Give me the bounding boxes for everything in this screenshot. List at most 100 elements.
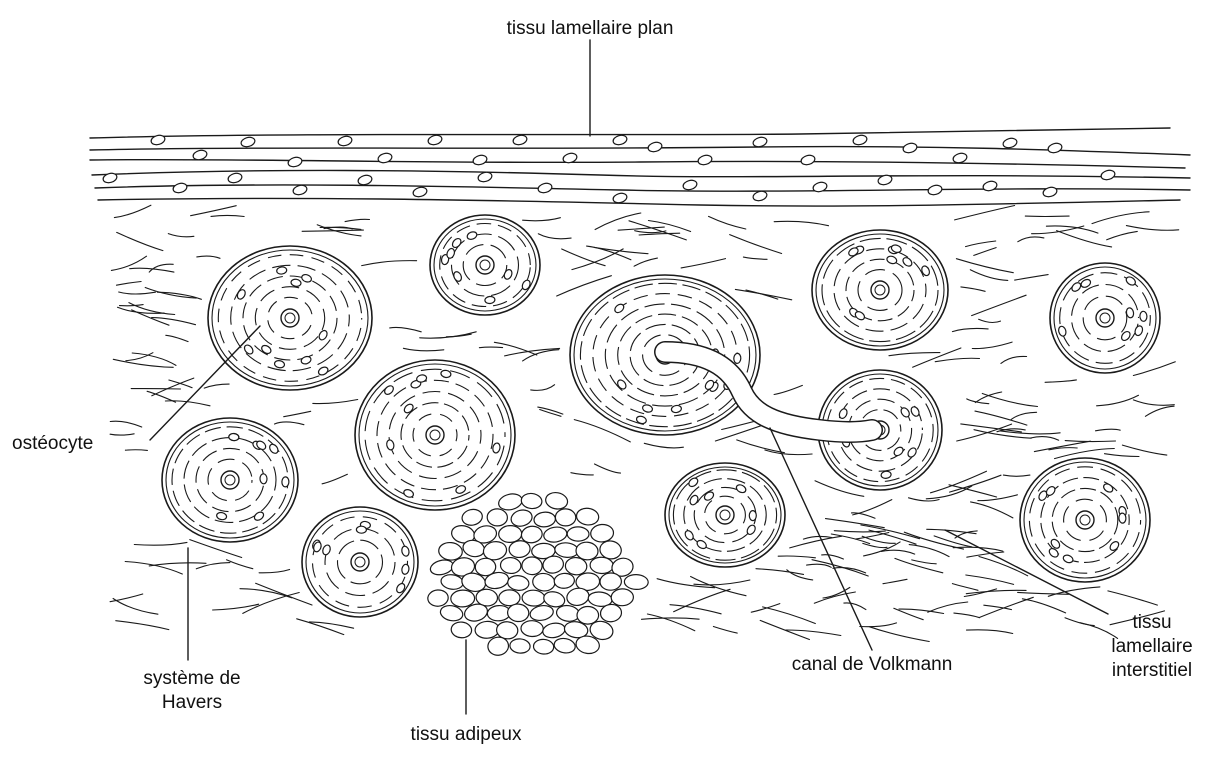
label-volkmann: canal de Volkmann — [792, 654, 953, 675]
osteocyte-cell — [240, 136, 256, 148]
interstitial-lamella — [168, 234, 194, 237]
interstitial-lamella — [197, 256, 220, 258]
osteocyte-cell — [150, 134, 166, 146]
interstitial-lamella — [644, 443, 683, 448]
adipocyte — [509, 638, 530, 654]
interstitial-lamella — [822, 555, 844, 559]
interstitial-lamella — [975, 411, 1027, 425]
interstitial-lamella — [967, 552, 1004, 557]
central-canal — [221, 471, 239, 489]
interstitial-lamella — [571, 473, 593, 475]
interstitial-lamella — [1065, 618, 1094, 626]
interstitial-lamella — [557, 276, 612, 296]
interstitial-lamella — [715, 425, 763, 441]
adipocyte — [475, 621, 500, 639]
haversian-system — [665, 463, 785, 567]
interstitial-lamella — [297, 619, 344, 635]
interstitial-lamella — [979, 319, 1001, 322]
interstitial-lamella — [787, 570, 813, 580]
adipocyte — [553, 637, 576, 655]
interstitial-lamella — [913, 348, 961, 367]
osteocyte-cell — [337, 135, 353, 147]
haversian-system — [208, 246, 372, 390]
interstitial-lamella — [961, 287, 985, 291]
adipocyte — [542, 621, 567, 639]
adipocyte — [577, 607, 599, 625]
interstitial-lamella — [844, 603, 866, 610]
interstitial-lamella — [362, 261, 417, 266]
interstitial-lamella — [538, 234, 571, 239]
osteocyte-cell — [927, 184, 943, 196]
interstitial-lamella — [120, 305, 144, 306]
osteocyte-cell — [952, 152, 968, 164]
interstitial-lamella — [523, 218, 561, 221]
interstitial-lamella — [1105, 454, 1140, 457]
interstitial-lamella — [974, 248, 996, 256]
interstitial-lamella — [204, 384, 229, 388]
adipocyte — [555, 509, 576, 527]
adipocyte — [543, 525, 568, 543]
interstitial-lamella — [1145, 406, 1174, 416]
interstitial-lamella — [952, 584, 978, 591]
interstitial-lamella — [1018, 237, 1044, 242]
interstitial-lamella — [634, 258, 657, 266]
adipocyte — [461, 508, 484, 528]
adipocyte — [499, 590, 520, 606]
interstitial-lamella — [778, 556, 815, 558]
label-interstitiel-line2: lamellaire — [1111, 636, 1192, 657]
interstitial-lamella — [972, 295, 1027, 315]
osteocyte-cell — [800, 154, 816, 166]
interstitial-lamella — [113, 359, 173, 367]
interstitial-lamella — [971, 502, 1013, 518]
interstitial-lamella — [713, 627, 737, 634]
interstitial-lamella — [119, 292, 156, 294]
label-interstitiel-line3: interstitiel — [1112, 660, 1192, 681]
adipocyte — [532, 572, 556, 592]
adipocyte — [450, 621, 472, 639]
interstitial-lamella — [595, 464, 621, 473]
osteocyte-cell — [752, 190, 768, 202]
interstitial-lamella — [949, 485, 997, 497]
label-plan: tissu lamellaire plan — [507, 18, 674, 39]
interstitial-lamella — [961, 424, 1022, 432]
interstitial-lamella — [191, 206, 237, 216]
interstitial-lamella — [1133, 400, 1174, 405]
label-adipeux: tissu adipeux — [411, 724, 522, 745]
interstitial-lamella — [1003, 475, 1030, 476]
interstitial-lamella — [243, 593, 299, 614]
interstitial-lamella — [125, 450, 147, 451]
label-havers-line1: système de — [143, 668, 240, 689]
interstitial-lamella — [1031, 437, 1059, 441]
interstitial-lamella — [852, 513, 876, 518]
interstitial-lamella — [132, 353, 176, 365]
interstitial-lamella — [863, 543, 887, 547]
interstitial-lamella — [790, 536, 842, 548]
label-havers-line2: Havers — [162, 692, 222, 713]
interstitial-lamella — [114, 205, 150, 217]
interstitial-lamella — [1097, 395, 1139, 406]
interstitial-lamella — [166, 335, 188, 341]
interstitial-lamella — [746, 290, 778, 299]
haversian-system — [812, 230, 948, 350]
interstitial-lamella — [774, 385, 802, 394]
interstitial-lamella — [966, 241, 996, 247]
interstitial-lamella — [763, 607, 816, 624]
adipocyte — [487, 508, 508, 526]
interstitial-lamella — [807, 564, 832, 567]
interstitial-lamella — [1048, 587, 1100, 596]
interstitial-lamella — [629, 221, 686, 240]
osteocyte-cell — [1002, 137, 1018, 149]
interstitial-lamella — [531, 385, 555, 391]
interstitial-lamella — [479, 347, 502, 348]
osteocyte-cell — [427, 134, 443, 146]
interstitial-lamella — [869, 530, 916, 544]
interstitial-lamella — [1001, 356, 1027, 363]
adipocyte — [624, 574, 648, 590]
interstitial-lamella — [826, 519, 885, 528]
osteocyte-cell — [612, 134, 628, 146]
haversian-system — [1050, 263, 1160, 373]
interstitial-lamella — [972, 342, 1012, 348]
osteocyte-cell — [982, 180, 998, 192]
interstitial-lamella — [302, 230, 363, 231]
interstitial-lamella — [883, 579, 907, 583]
